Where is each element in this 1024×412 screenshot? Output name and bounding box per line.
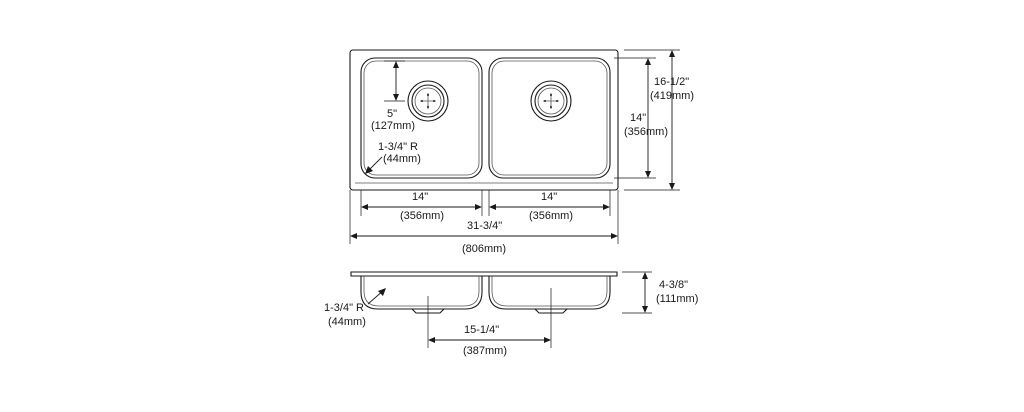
overall-width-metric: (806mm)	[462, 243, 506, 255]
top-view: 5" (127mm) 1-3/4" R (44mm) 16-1/2" (419m…	[349, 49, 694, 255]
drain-spacing-dimension: 15-1/4" (387mm)	[427, 288, 552, 357]
bowl-depth-imperial: 14"	[630, 112, 646, 124]
drain-offset-metric: (127mm)	[371, 120, 415, 132]
bowl-height-metric: (111mm)	[656, 293, 698, 305]
right-bowl-inner-edge	[491, 60, 608, 176]
bowl-height-imperial: 4-3/8"	[659, 279, 688, 291]
left-bowl-width-imperial: 14"	[412, 191, 428, 203]
right-bowl-width-metric: (356mm)	[529, 210, 573, 222]
left-bowl-width-dimension: 14" (356mm)	[360, 190, 483, 222]
left-drain-icon	[407, 80, 449, 122]
overall-depth-imperial: 16-1/2"	[654, 76, 689, 88]
overall-depth-metric: (419mm)	[650, 90, 694, 102]
side-corner-radius-imperial: 1-3/4" R	[324, 302, 364, 314]
bowl-depth-dimension: 14" (356mm)	[614, 57, 668, 179]
bowl-height-dimension: 4-3/8" (111mm)	[622, 271, 698, 314]
corner-radius-metric: (44mm)	[383, 153, 421, 165]
corner-radius-callout: 1-3/4" R (44mm)	[365, 141, 421, 174]
drain-spacing-metric: (387mm)	[463, 345, 507, 357]
sink-outer-flange	[349, 49, 619, 191]
drain-offset-imperial: 5"	[387, 108, 397, 120]
side-view: 1-3/4" R (44mm) 4-3/8" (111mm) 15-1/4" (…	[324, 271, 698, 357]
bowl-depth-metric: (356mm)	[624, 126, 668, 138]
right-drain-icon	[530, 80, 572, 122]
right-bowl	[488, 57, 611, 179]
right-bowl-width-imperial: 14"	[541, 191, 557, 203]
overall-depth-dimension: 16-1/2" (419mm)	[624, 49, 694, 191]
sink-rim	[350, 271, 618, 277]
drain-spacing-imperial: 15-1/4"	[464, 324, 499, 336]
drain-offset-dimension: 5" (127mm)	[371, 60, 415, 132]
left-bowl-inner-edge	[363, 60, 480, 176]
left-bowl-profile	[360, 276, 483, 310]
left-bowl	[360, 57, 483, 179]
side-corner-radius-metric: (44mm)	[328, 316, 366, 328]
right-bowl-profile	[488, 276, 611, 310]
overall-width-dimension: 31-3/4" (806mm)	[349, 190, 619, 255]
side-corner-radius-callout: 1-3/4" R (44mm)	[324, 288, 386, 328]
corner-radius-imperial: 1-3/4" R	[378, 141, 418, 153]
overall-width-imperial: 31-3/4"	[467, 220, 502, 232]
left-bowl-width-metric: (356mm)	[400, 210, 444, 222]
right-bowl-width-dimension: 14" (356mm)	[488, 190, 611, 222]
